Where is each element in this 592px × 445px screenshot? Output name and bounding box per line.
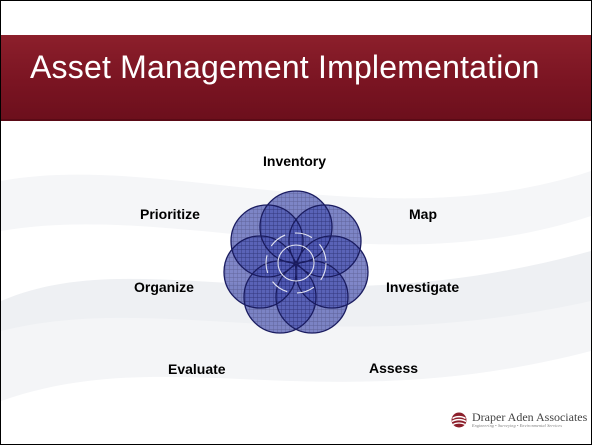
company-name: Draper Aden Associates [472, 410, 588, 424]
company-logo: Draper Aden Associates Engineering • Sur… [451, 411, 587, 429]
title-band [1, 35, 591, 121]
step-label-map: Map [409, 206, 437, 222]
step-label-prioritize: Prioritize [140, 206, 200, 222]
step-label-inventory: Inventory [263, 153, 327, 169]
logo-text: Draper Aden Associates Engineering • Sur… [472, 411, 587, 429]
company-tagline: Engineering • Surveying • Environmental … [472, 423, 563, 428]
slide-title: Asset Management Implementation [30, 49, 540, 85]
draper-aden-mark-icon [451, 412, 467, 428]
rosette-circles [224, 191, 368, 333]
step-label-evaluate: Evaluate [168, 361, 226, 377]
step-label-organize: Organize [134, 279, 194, 295]
rosette-circle-prioritize [231, 205, 303, 277]
step-label-investigate: Investigate [386, 279, 460, 295]
step-label-assess: Assess [369, 360, 419, 376]
rosette-inner-arcs [265, 232, 327, 294]
rosette-outlines [223, 190, 369, 334]
